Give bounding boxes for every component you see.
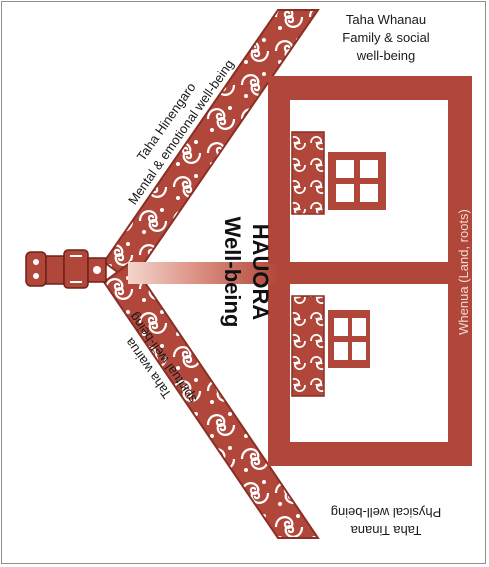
physical-label-line1: Taha Tinana xyxy=(350,523,422,538)
title-line2: Well-being xyxy=(220,217,245,328)
tekoteko-figure xyxy=(26,250,106,288)
upper-window xyxy=(292,132,386,214)
physical-label-group: Taha Tinana Physical well-being xyxy=(331,505,442,538)
family-label-line3: well-being xyxy=(356,48,416,63)
whenua-label: Whenua (Land, roots) xyxy=(456,209,471,335)
physical-label-line2: Physical well-being xyxy=(331,505,442,520)
whenua-label-group: Whenua (Land, roots) xyxy=(456,209,471,335)
title-line1: HAUORA xyxy=(248,224,273,321)
family-label-line2: Family & social xyxy=(342,30,430,45)
family-label-line1: Taha Whanau xyxy=(346,12,426,27)
lower-window xyxy=(292,296,370,396)
